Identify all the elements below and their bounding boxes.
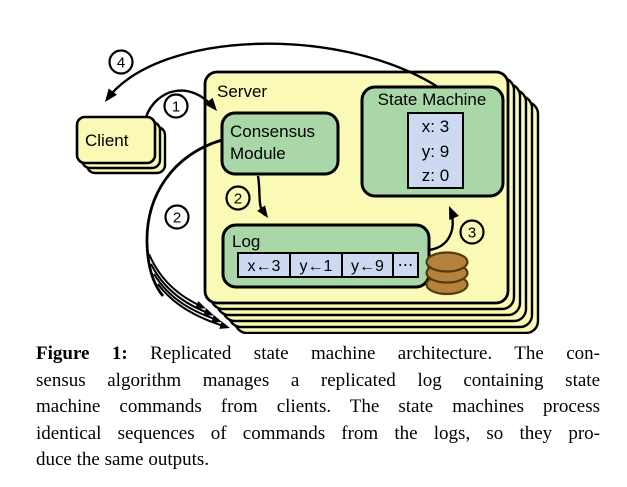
step-badge-circle — [459, 219, 485, 245]
client-label: Client — [85, 131, 129, 150]
arrow-2-replicate-fan-1-head — [195, 301, 206, 309]
step-badge-2-log: 2 — [225, 185, 251, 211]
step-badge-circle — [163, 93, 189, 119]
client-box — [75, 115, 157, 165]
log-label: Log — [232, 232, 260, 251]
arrow-2-replicate-fan-1 — [148, 253, 204, 308]
consensus-module-label: Consensus — [230, 122, 315, 141]
arrow-2-to-log-head — [257, 205, 268, 218]
arrow-1-request-head — [204, 97, 217, 111]
step-badge-number: 3 — [468, 224, 476, 241]
step-badge-2-replicate: 2 — [164, 204, 190, 230]
state-register-row: z: 0 — [422, 166, 449, 185]
step-badge-number: 4 — [117, 54, 125, 71]
state-register-row: x: 3 — [422, 117, 449, 136]
caption-line: machine commands from clients. The state… — [36, 396, 600, 417]
consensus-module-label: Module — [230, 144, 286, 163]
caption-line: Figure 1: Replicated state machine archi… — [36, 341, 600, 368]
log-entry-value: x←3 — [248, 258, 281, 275]
consensus-module-box — [220, 111, 340, 176]
caption-line: duce the same outputs. — [36, 449, 210, 470]
step-badge-number: 1 — [172, 98, 180, 115]
step-badge-number: 2 — [234, 190, 242, 207]
arrow-4-response-head — [105, 88, 117, 102]
arrow-1-request — [144, 89, 215, 118]
log-entry-value: ⋯ — [398, 257, 414, 274]
state-register-row: y: 9 — [422, 142, 449, 161]
arrow-2-replicate-fan-2-head — [203, 308, 214, 316]
arrow-2-replicate-fan-3-head — [211, 314, 222, 323]
step-badge-circle — [108, 49, 134, 75]
arrow-2-replicate-fan-2 — [150, 263, 212, 315]
step-badge-circle — [164, 204, 190, 230]
step-badge-3: 3 — [459, 219, 485, 245]
log-entry-value: y←1 — [300, 258, 333, 275]
arrow-2-replicate-fan-3 — [153, 273, 220, 322]
arrow-3-apply-head — [449, 206, 459, 220]
caption-line: identical sequences of commands from the… — [36, 422, 600, 444]
arrows — [105, 42, 459, 329]
arrow-2-replicate — [145, 138, 223, 297]
server-label: Server — [217, 82, 267, 101]
arrow-4-response — [106, 42, 439, 100]
figure-diagram: Server Consensus Module State Machine x:… — [75, 42, 540, 334]
log-entry-cell — [392, 252, 419, 278]
state-machine-label: State Machine — [378, 90, 487, 109]
client-stack — [75, 115, 167, 175]
caption-line: sensus algorithm manages a replicated lo… — [36, 369, 600, 391]
step-badge-number: 2 — [173, 209, 181, 226]
step-badge-4: 4 — [108, 49, 134, 75]
caption-line-text: Replicated state machine architecture. T… — [150, 343, 600, 364]
log-entry-row: x←3 y←1 y←9 ⋯ — [237, 252, 419, 278]
step-badge-circle — [225, 185, 251, 211]
arrow-2-replicate-fan-4-head — [219, 321, 230, 329]
database-disk — [425, 251, 469, 273]
state-register-box — [407, 112, 464, 189]
figure-caption: Figure 1: Replicated state machine archi… — [36, 341, 600, 474]
database-icon — [425, 251, 469, 296]
caption-figure-label: Figure 1: — [36, 343, 128, 364]
arrow-2-replicate-fan-4 — [157, 283, 228, 328]
step-badge-1: 1 — [163, 93, 189, 119]
log-entry-value: y←9 — [351, 258, 384, 275]
